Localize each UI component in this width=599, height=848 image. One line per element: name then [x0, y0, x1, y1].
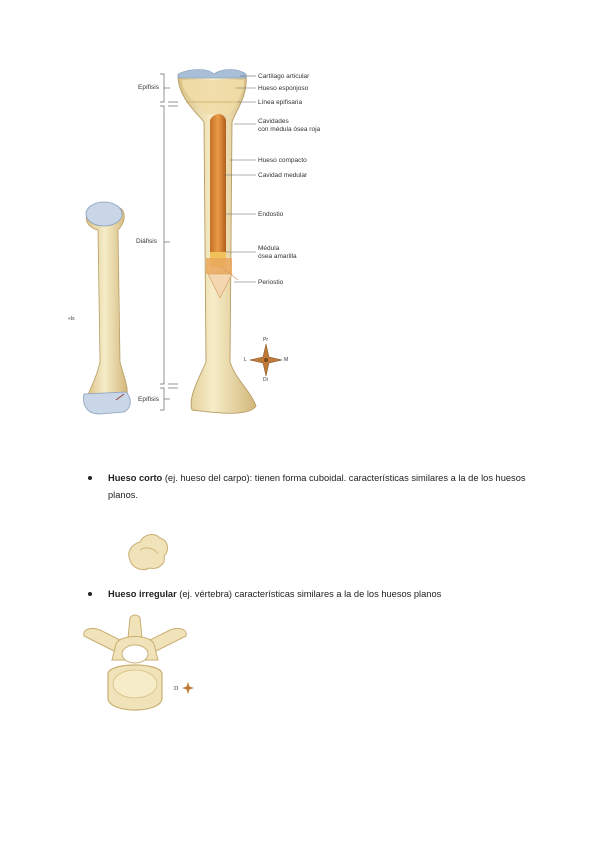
label-cavidades: Cavidades — [258, 118, 289, 125]
left-brackets — [160, 73, 178, 411]
direction-label: D — [174, 686, 179, 692]
side-mark: «Ix — [68, 316, 75, 322]
compass-left: L — [244, 357, 247, 363]
term-irregular-bone: Hueso irregular — [108, 589, 177, 599]
long-bone-section — [177, 69, 257, 414]
compass-right: M — [284, 357, 289, 363]
bullet-dot — [88, 592, 92, 596]
long-bone-figure: Epífisis Diáfisis Epífisis «Ix Cartílago… — [60, 62, 350, 422]
desc-short-bone: (ej. hueso del carpo): tienen forma cubo… — [108, 473, 526, 500]
desc-irregular-bone: (ej. vértebra) características similares… — [176, 589, 442, 599]
label-endostio: Endostio — [258, 211, 284, 218]
label-diafisis: Diáfisis — [136, 238, 157, 245]
small-humerus — [83, 201, 131, 415]
label-epifisis-bottom: Epífisis — [138, 396, 159, 403]
direction-icon — [182, 682, 194, 694]
label-cartilago: Cartílago articular — [258, 73, 310, 80]
compass-top: Pr — [263, 337, 268, 343]
label-linea-epifisaria: Línea epifisaria — [258, 99, 303, 106]
term-short-bone: Hueso corto — [108, 473, 163, 483]
long-bone-illustration — [83, 69, 283, 415]
compass-bottom: Di — [263, 377, 268, 383]
vertebra-illustration: D — [83, 614, 194, 711]
label-epifisis-top: Epífisis — [138, 84, 159, 91]
label-hueso-compacto: Hueso compacto — [258, 157, 307, 164]
label-cavidad-medular: Cavidad medular — [258, 172, 308, 179]
label-hueso-esponjoso: Hueso esponjoso — [258, 85, 309, 92]
label-osea-amarilla: ósea amarilla — [258, 253, 297, 260]
compass-icon — [249, 343, 283, 377]
label-periostio: Periostio — [258, 279, 284, 286]
label-medula: Médula — [258, 245, 280, 252]
bullet-dot — [88, 476, 92, 480]
bullet-short-bone: Hueso corto (ej. hueso del carpo): tiene… — [88, 470, 538, 504]
right-leaders — [224, 75, 256, 283]
bullet-irregular-bone: Hueso irregular (ej. vértebra) caracterí… — [88, 586, 538, 603]
label-medula-roja: con médula ósea roja — [258, 126, 321, 133]
carpal-bone-illustration — [128, 534, 168, 571]
